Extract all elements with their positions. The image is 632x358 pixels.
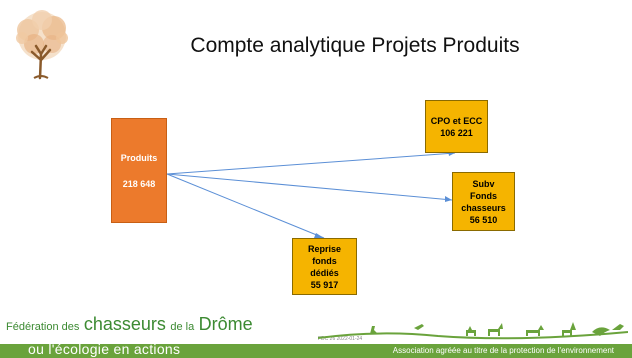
node-subv: Subv Fonds chasseurs 56 510 xyxy=(452,172,515,231)
node-cpo: CPO et ECC 106 221 xyxy=(425,100,488,153)
node-produits-label: Produits xyxy=(120,152,158,163)
node-subv-value: 56 510 xyxy=(469,214,498,225)
node-reprise-value: 55 917 xyxy=(310,279,339,290)
node-produits: Produits 218 648 xyxy=(111,118,167,223)
federation-name: Fédération des chasseurs de la Drôme xyxy=(6,314,253,335)
connector-subv xyxy=(166,173,453,201)
arrowhead-reprise xyxy=(314,233,324,238)
footer: Fédération des chasseurs de la Drôme FDC… xyxy=(0,312,632,358)
footer-bar: ou l'écologie en actions Association agr… xyxy=(0,341,632,358)
node-reprise: Reprise fonds dédiés 55 917 xyxy=(292,238,357,295)
connector-reprise xyxy=(166,173,325,239)
arrowhead-subv xyxy=(445,196,452,202)
node-cpo-value: 106 221 xyxy=(440,127,473,138)
federation-prefix: Fédération des xyxy=(6,321,80,333)
tree-logo-icon xyxy=(16,10,68,80)
slide-title: Compte analytique Projets Produits xyxy=(190,34,520,57)
node-reprise-label: Reprise fonds dédiés xyxy=(307,243,342,278)
federation-region: Drôme xyxy=(198,314,253,334)
wildlife-silhouettes-icon xyxy=(318,322,628,340)
node-subv-label: Subv Fonds chasseurs xyxy=(461,178,506,213)
federation-mid: de la xyxy=(170,321,195,333)
footer-slogan: ou l'écologie en actions xyxy=(28,341,181,357)
connector-cpo xyxy=(166,152,456,175)
federation-main: chasseurs xyxy=(83,314,166,334)
node-cpo-label: CPO et ECC xyxy=(430,115,483,126)
footer-association: Association agréée au titre de la protec… xyxy=(392,346,614,355)
footer-code: FDC 26 2022-01-24 xyxy=(318,336,363,342)
node-produits-value: 218 648 xyxy=(122,178,156,189)
